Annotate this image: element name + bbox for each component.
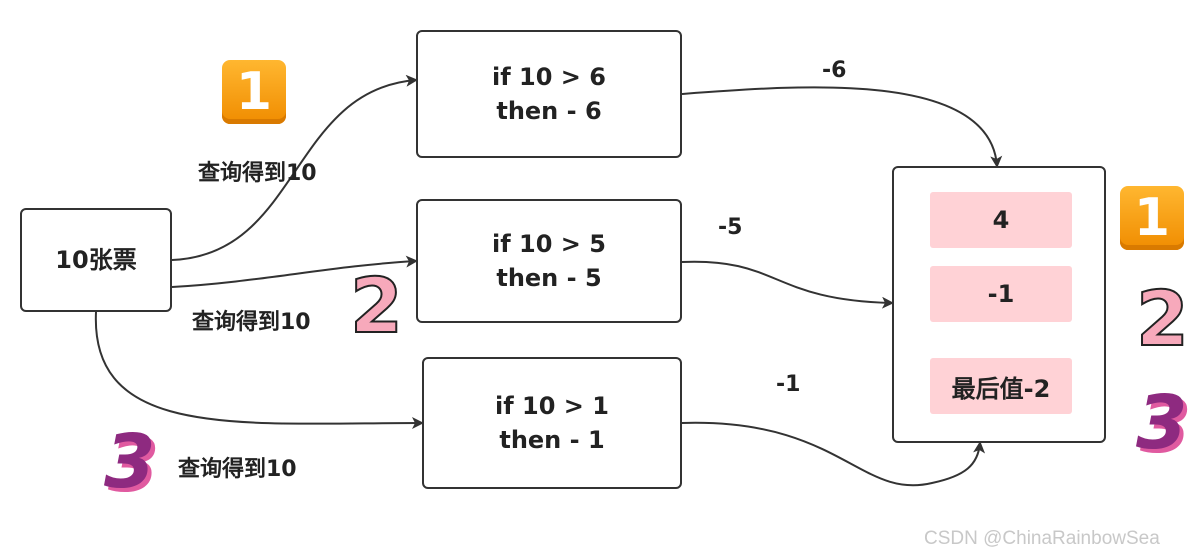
result-value-2: -1 xyxy=(930,266,1072,322)
condition-2-line-1: if 10 > 5 xyxy=(492,230,606,258)
step-two-icon-right: 2 xyxy=(1135,274,1190,363)
result-node: 4 -1 最后值-2 xyxy=(892,166,1106,443)
source-label: 10张票 xyxy=(55,246,137,274)
arrow-cond-1-to-result xyxy=(681,86,1003,168)
condition-node-1: if 10 > 6 then - 6 xyxy=(416,30,682,158)
condition-1-line-2: then - 6 xyxy=(496,97,602,125)
query-label-2: 查询得到10 xyxy=(192,310,311,335)
condition-1-line-1: if 10 > 6 xyxy=(492,63,606,91)
result-final-value: 最后值-2 xyxy=(930,358,1072,414)
result-value-1: 4 xyxy=(930,192,1072,248)
condition-node-2: if 10 > 5 then - 5 xyxy=(416,199,682,323)
query-label-1: 查询得到10 xyxy=(198,161,317,186)
delta-label-3: -1 xyxy=(776,372,801,397)
step-three-icon: 3 xyxy=(104,419,156,505)
condition-node-3: if 10 > 1 then - 1 xyxy=(422,357,682,489)
condition-2-line-2: then - 5 xyxy=(496,264,602,292)
query-label-3: 查询得到10 xyxy=(178,457,297,482)
source-node: 10张票 xyxy=(20,208,172,312)
condition-3-line-2: then - 1 xyxy=(499,426,605,454)
step-two-icon: 2 xyxy=(349,261,404,350)
delta-label-1: -6 xyxy=(822,58,847,83)
step-one-icon-right: 1 xyxy=(1120,186,1184,250)
arrow-cond-2-to-result xyxy=(681,260,894,309)
arrow-source-to-cond-1 xyxy=(171,74,418,261)
condition-3-line-1: if 10 > 1 xyxy=(495,392,609,420)
step-three-icon-right: 3 xyxy=(1136,380,1188,466)
delta-label-2: -5 xyxy=(718,215,743,240)
step-one-icon: 1 xyxy=(222,60,286,124)
watermark: CSDN @ChinaRainbowSea xyxy=(924,528,1160,549)
arrow-source-to-cond-2 xyxy=(171,255,418,288)
arrow-cond-3-to-result xyxy=(681,421,986,487)
arrow-source-to-cond-3 xyxy=(94,311,424,430)
